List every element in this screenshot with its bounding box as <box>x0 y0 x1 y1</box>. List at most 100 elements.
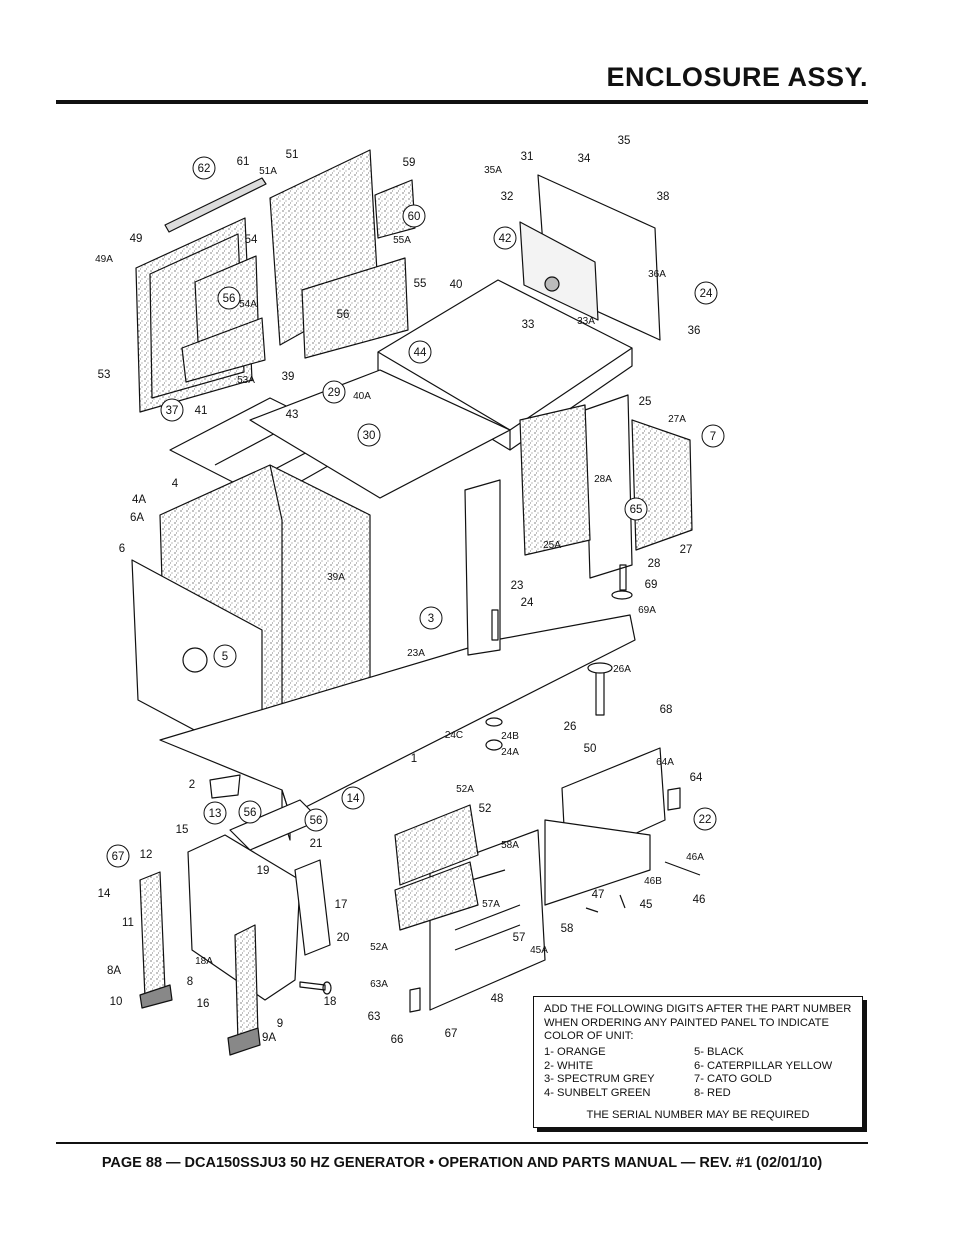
part-label: 9 <box>277 1018 283 1030</box>
part-label: 24A <box>501 747 519 758</box>
box-52A <box>394 861 479 931</box>
part-label: 54 <box>245 234 258 246</box>
part-label: 55 <box>414 278 427 290</box>
circled-part-callout: 7 <box>701 424 725 448</box>
svg-text:67: 67 <box>112 851 125 863</box>
part-label: 26A <box>613 664 631 675</box>
circled-part-callout: 44 <box>408 340 432 364</box>
circled-part-callout: 65 <box>624 497 648 521</box>
part-label: 46A <box>686 852 704 863</box>
part-label: 58 <box>561 923 574 935</box>
part-label: 27 <box>680 544 693 556</box>
color-item: 4- SUNBELT GREEN <box>544 1086 651 1099</box>
circled-part-callout: 56 <box>304 808 328 832</box>
circled-part-callout: 30 <box>357 423 381 447</box>
circled-part-callout: 14 <box>341 786 365 810</box>
part-label: 35 <box>618 135 631 147</box>
part-label: 27A <box>668 414 686 425</box>
post-23 <box>464 479 501 656</box>
svg-text:56: 56 <box>244 807 257 819</box>
part-label: 61 <box>237 156 250 168</box>
part-label: 4A <box>132 494 146 506</box>
circled-part-callout: 56 <box>238 800 262 824</box>
color-item: 1- ORANGE <box>544 1046 606 1058</box>
part-label: 57A <box>482 899 500 910</box>
part-label: 50 <box>584 743 597 755</box>
svg-text:56: 56 <box>223 293 236 305</box>
part-label: 63A <box>370 979 388 990</box>
part-label: 34 <box>578 153 591 165</box>
bottom-rule <box>56 1142 868 1144</box>
circled-part-callout: 3 <box>419 606 443 630</box>
part-label: 24 <box>521 597 534 609</box>
part-label: 52A <box>370 942 388 953</box>
svg-text:29: 29 <box>328 387 341 399</box>
part-label: 59 <box>403 157 416 169</box>
post-9 <box>234 924 259 1043</box>
panel-30 <box>631 419 693 551</box>
part-label: 51A <box>259 166 277 177</box>
svg-text:14: 14 <box>347 793 360 805</box>
svg-text:30: 30 <box>363 430 376 442</box>
svg-text:7: 7 <box>710 431 716 443</box>
part-label: 66 <box>391 1034 404 1046</box>
svg-text:44: 44 <box>414 347 427 359</box>
part-label: 35A <box>484 165 502 176</box>
part-label: 25 <box>639 396 652 408</box>
svg-text:62: 62 <box>198 163 211 175</box>
color-item: 2- WHITE <box>544 1059 594 1072</box>
circled-part-callout: 29 <box>322 380 346 404</box>
color-item: 3- SPECTRUM GREY <box>544 1073 655 1085</box>
color-item: 5- BLACK <box>694 1046 744 1058</box>
box-28 <box>519 404 591 556</box>
part-label: 52 <box>479 803 492 815</box>
circled-part-callout: 67 <box>106 844 130 868</box>
svg-text:37: 37 <box>166 405 179 417</box>
glass-33A <box>519 221 599 321</box>
part-label: 54A <box>239 299 257 310</box>
part-label: 11 <box>122 917 134 929</box>
part-label: 48 <box>491 993 504 1005</box>
panel-45 <box>544 819 651 906</box>
svg-text:24: 24 <box>700 288 713 300</box>
top-rule <box>56 100 868 104</box>
svg-text:5: 5 <box>222 651 228 663</box>
part-label: 55A <box>393 235 411 246</box>
box-52 <box>394 804 479 886</box>
part-label: 4 <box>172 478 179 490</box>
part-label: 18A <box>195 956 213 967</box>
svg-text:60: 60 <box>408 211 421 223</box>
part-label: 57 <box>513 932 526 944</box>
part-label: 69A <box>638 605 656 616</box>
part-label: 33A <box>577 316 595 327</box>
part-label: 41 <box>195 405 208 417</box>
color-item: 8- RED <box>694 1086 731 1099</box>
svg-text:65: 65 <box>630 504 643 516</box>
part-label: 24B <box>501 731 519 742</box>
circled-part-callout: 60 <box>402 204 426 228</box>
part-label: 43 <box>286 409 299 421</box>
part-label: 49A <box>95 254 113 265</box>
circled-part-callout: 22 <box>693 807 717 831</box>
part-label: 39A <box>327 572 345 583</box>
part-label: 9A <box>262 1032 276 1044</box>
part-label: 24C <box>445 730 463 741</box>
circled-part-callout: 5 <box>213 644 237 668</box>
part-label: 25A <box>543 540 561 551</box>
part-label: 56 <box>337 309 350 321</box>
part-label: 16 <box>197 998 210 1010</box>
circled-part-callout: 56 <box>217 286 241 310</box>
part-label: 10 <box>110 996 123 1008</box>
part-label: 45 <box>640 899 653 911</box>
svg-text:13: 13 <box>209 808 222 820</box>
page-footer: PAGE 88 — DCA150SSJU3 50 HZ GENERATOR • … <box>101 1155 823 1171</box>
svg-text:22: 22 <box>699 814 712 826</box>
part-label: 31 <box>521 151 534 163</box>
color-item: 6- CATERPILLAR YELLOW <box>694 1059 833 1072</box>
part-label: 36A <box>648 269 666 280</box>
box-55 <box>301 257 409 359</box>
part-label: 49 <box>130 233 143 245</box>
part-label: 67 <box>445 1028 458 1040</box>
circled-part-callout: 13 <box>203 801 227 825</box>
circled-part-callout: 24 <box>694 281 718 305</box>
